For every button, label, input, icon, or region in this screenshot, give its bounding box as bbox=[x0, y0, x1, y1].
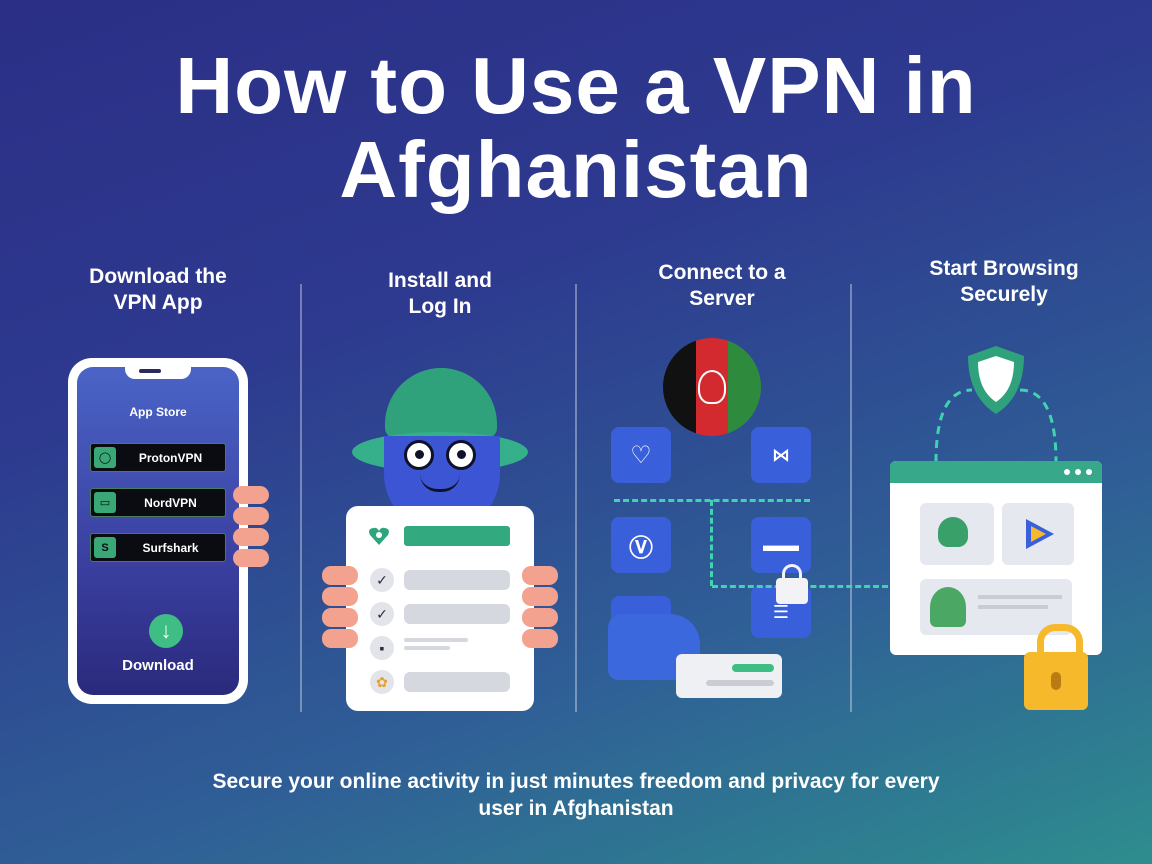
browser-titlebar bbox=[890, 461, 1102, 483]
video-tile[interactable] bbox=[1002, 503, 1074, 565]
finger bbox=[233, 549, 269, 567]
check-icon: ✓ bbox=[370, 602, 394, 626]
character-eye-left bbox=[404, 440, 434, 470]
login-header-bar bbox=[404, 526, 510, 546]
footer-tagline: Secure your online activity in just minu… bbox=[212, 770, 940, 820]
flag-emblem bbox=[698, 370, 726, 404]
padlock-icon bbox=[1024, 624, 1088, 710]
character-hat-crown bbox=[390, 368, 492, 432]
login-card: ✓ ✓ ▪ ✿ bbox=[346, 506, 534, 711]
shield-icon bbox=[968, 346, 1024, 414]
input-field[interactable] bbox=[404, 672, 510, 692]
connection-line bbox=[710, 500, 713, 586]
protonvpn-icon: ◯ bbox=[94, 447, 116, 468]
content-tile[interactable] bbox=[920, 503, 994, 565]
title-line-2: Afghanistan bbox=[339, 125, 813, 214]
page-title: How to Use a VPN in Afghanistan bbox=[0, 44, 1152, 212]
character-eye-right bbox=[446, 440, 476, 470]
step-1-title: Download the VPN App bbox=[89, 265, 227, 314]
flower-icon: ✿ bbox=[370, 670, 394, 694]
finger bbox=[233, 528, 269, 546]
finger bbox=[522, 566, 558, 585]
text-line bbox=[404, 638, 468, 642]
title-line-1: How to Use a VPN in bbox=[175, 41, 977, 130]
finger bbox=[233, 486, 269, 504]
finger bbox=[322, 587, 358, 606]
user-icon: ▪ bbox=[370, 636, 394, 660]
vpn-server-icon[interactable]: ▬▬ bbox=[751, 517, 811, 573]
download-label: Download bbox=[122, 657, 194, 674]
finger bbox=[322, 566, 358, 585]
surfshark-icon: S bbox=[94, 537, 116, 558]
finger bbox=[322, 629, 358, 648]
divider bbox=[300, 284, 302, 712]
input-field[interactable] bbox=[404, 604, 510, 624]
lock-icon bbox=[776, 564, 808, 604]
divider bbox=[850, 284, 852, 712]
step-3-title: Connect to a Server bbox=[658, 261, 786, 310]
divider bbox=[575, 284, 577, 712]
step-4-title: Start Browsing Securely bbox=[929, 257, 1079, 306]
app-item-surfshark[interactable]: S Surfshark bbox=[90, 533, 226, 562]
app-store-label: App Store bbox=[129, 405, 187, 419]
finger bbox=[233, 507, 269, 525]
vpn-server-icon[interactable]: Ⓥ bbox=[611, 517, 671, 573]
phone-illustration: App Store ◯ ProtonVPN ▭ NordVPN S Surfsh… bbox=[68, 358, 248, 704]
connection-card bbox=[676, 654, 782, 698]
phone-notch bbox=[125, 365, 191, 379]
finger bbox=[522, 608, 558, 627]
heart-shield-icon bbox=[369, 527, 389, 545]
finger bbox=[322, 608, 358, 627]
finger bbox=[522, 587, 558, 606]
finger bbox=[522, 629, 558, 648]
app-item-nordvpn[interactable]: ▭ NordVPN bbox=[90, 488, 226, 517]
browser-window bbox=[890, 461, 1102, 655]
step-2-title: Install and Log In bbox=[388, 269, 492, 318]
nordvpn-icon: ▭ bbox=[94, 492, 116, 513]
character-smile bbox=[420, 474, 460, 492]
play-icon bbox=[1026, 519, 1054, 549]
input-field[interactable] bbox=[404, 570, 510, 590]
phone-screen: App Store ◯ ProtonVPN ▭ NordVPN S Surfsh… bbox=[77, 365, 239, 695]
app-item-protonvpn[interactable]: ◯ ProtonVPN bbox=[90, 443, 226, 472]
text-line bbox=[404, 646, 450, 650]
check-icon: ✓ bbox=[370, 568, 394, 592]
vpn-server-icon[interactable]: ♡ bbox=[611, 427, 671, 483]
download-icon[interactable]: ↓ bbox=[149, 614, 183, 648]
vpn-server-icon[interactable]: ⋈ bbox=[751, 427, 811, 483]
connection-arc bbox=[934, 388, 1058, 463]
